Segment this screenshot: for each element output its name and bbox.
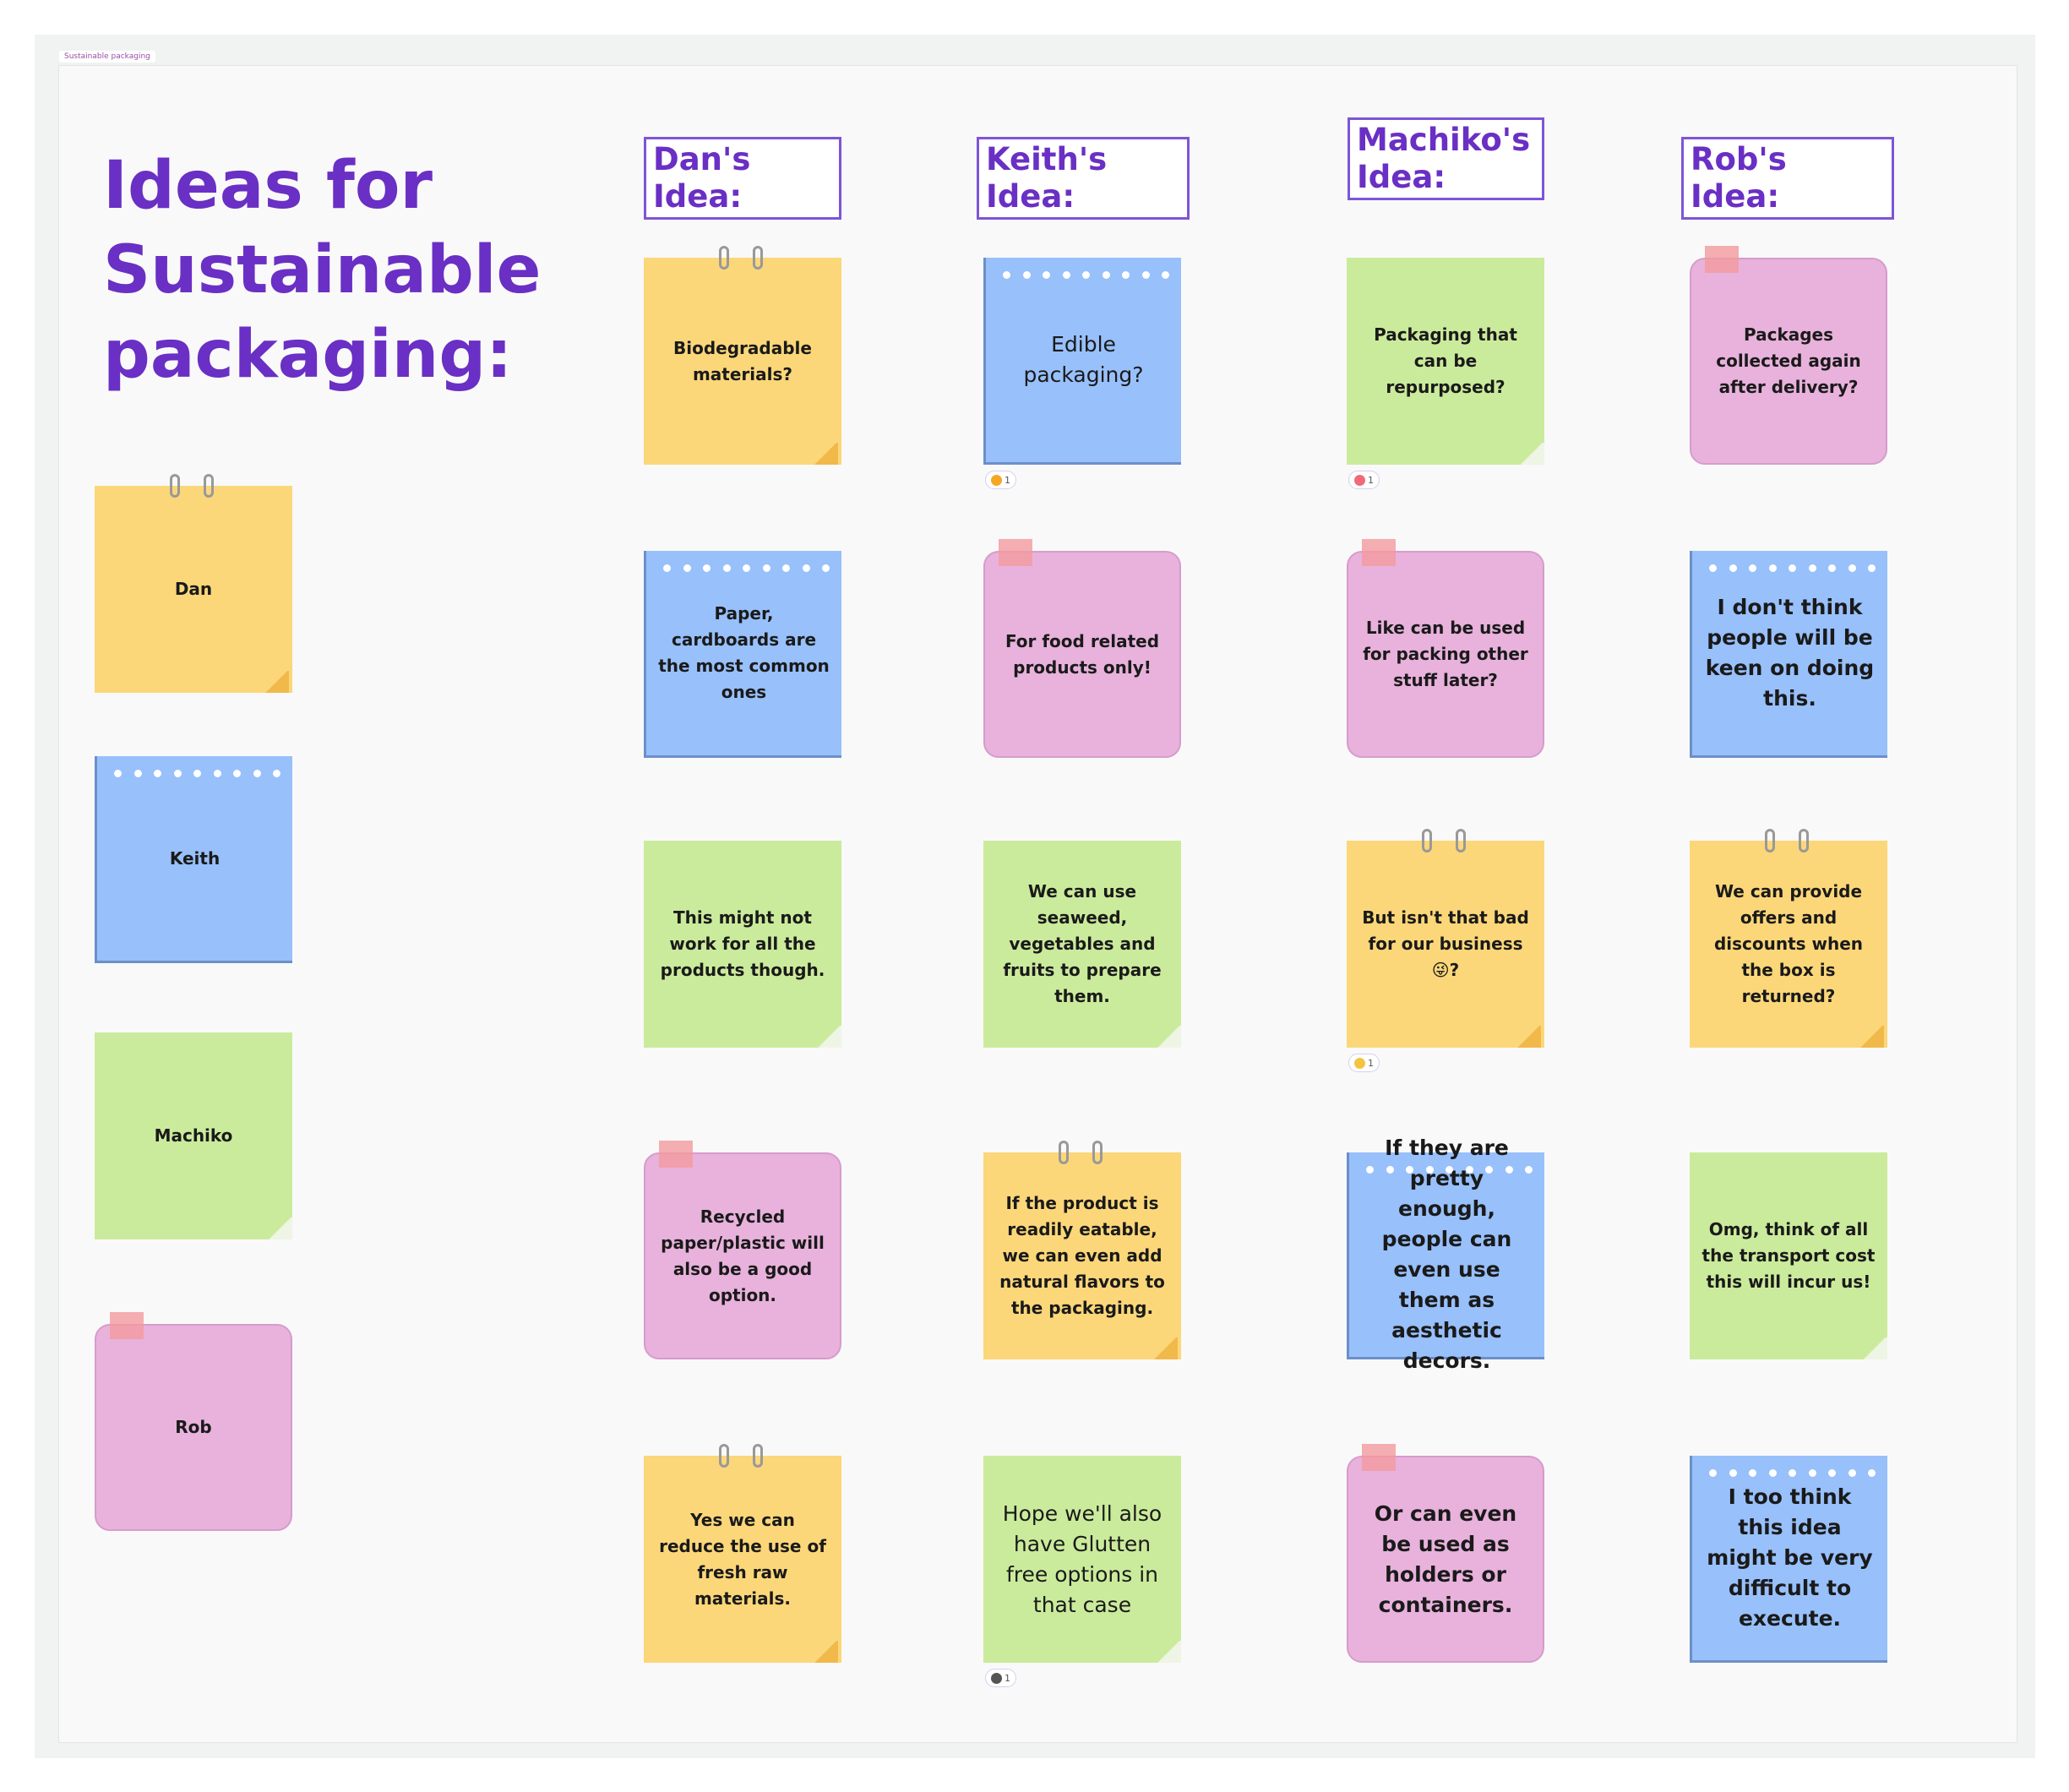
tape-icon: [999, 539, 1032, 566]
sticky-note[interactable]: We can use seaweed, vegetables and fruit…: [983, 841, 1181, 1048]
tape-icon: [1362, 539, 1396, 566]
sticky-note-text: Keith: [169, 847, 221, 869]
binder-ring-icon: [1764, 829, 1775, 852]
sticky-note[interactable]: Packaging that can be repurposed?: [1347, 258, 1544, 465]
sticky-note-text: Biodegradable materials?: [673, 337, 812, 384]
sticky-note-text: Paper, cardboards are the most common on…: [658, 603, 830, 702]
punch-holes-icon: [663, 564, 830, 572]
sticky-note-text: Or can even be used as holders or contai…: [1374, 1501, 1517, 1617]
reaction-badge[interactable]: 1: [1348, 1054, 1380, 1072]
sticky-note-text: But isn't that bad for our business 😜?: [1362, 907, 1529, 980]
sticky-note[interactable]: But isn't that bad for our business 😜?: [1347, 829, 1544, 1048]
sticky-note[interactable]: Yes we can reduce the use of fresh raw m…: [644, 1444, 841, 1663]
sticky-note[interactable]: I too think this idea might be very diff…: [1690, 1456, 1887, 1663]
sticky-note-text: Rob: [175, 1417, 212, 1437]
punch-holes-icon: [1003, 271, 1169, 279]
tape-icon: [1362, 1444, 1396, 1471]
sticky-note-text: Edible packaging?: [1023, 332, 1144, 387]
binder-ring-icon: [1092, 1141, 1103, 1164]
sticky-note-text: Packages collected again after delivery?: [1716, 324, 1861, 397]
binder-ring-icon: [1798, 829, 1809, 852]
reaction-badge[interactable]: 1: [985, 1669, 1016, 1687]
binder-ring-icon: [752, 246, 763, 270]
binder-ring-icon: [752, 1444, 763, 1468]
binder-ring-icon: [718, 1444, 729, 1468]
sticky-note[interactable]: We can provide offers and discounts when…: [1690, 829, 1887, 1048]
reaction-count: 1: [1368, 1057, 1374, 1069]
reaction-badge[interactable]: 1: [1348, 471, 1380, 489]
binder-ring-icon: [718, 246, 729, 270]
tape-icon: [659, 1141, 693, 1168]
sticky-note[interactable]: Hope we'll also have Glutten free option…: [983, 1456, 1181, 1663]
sticky-note-text: Dan: [174, 579, 213, 599]
sticky-note-text: Packaging that can be repurposed?: [1374, 324, 1517, 397]
heart-emoji-icon: [1354, 474, 1365, 486]
sticky-note[interactable]: Recycled paper/plastic will also be a go…: [644, 1141, 841, 1359]
header-dans-idea[interactable]: Dan's Idea:: [644, 137, 841, 220]
sticky-note-text: Like can be used for packing other stuff…: [1363, 618, 1528, 690]
sticky-note[interactable]: If they are pretty enough, people can ev…: [1347, 1136, 1544, 1373]
sticky-note[interactable]: Edible packaging?: [983, 258, 1181, 465]
sticky-note-machiko[interactable]: Machiko: [95, 1032, 292, 1239]
sticky-note[interactable]: I don't think people will be keen on doi…: [1690, 551, 1887, 758]
sticky-note[interactable]: Packages collected again after delivery?: [1690, 246, 1887, 465]
sticky-note-text: We can provide offers and discounts when…: [1713, 881, 1864, 1006]
punch-holes-icon: [114, 770, 280, 777]
punch-holes-icon: [1709, 564, 1876, 572]
reaction-badge[interactable]: 1: [985, 471, 1016, 489]
sticky-note[interactable]: Omg, think of all the transport cost thi…: [1690, 1152, 1887, 1359]
binder-ring-icon: [203, 474, 214, 498]
sticky-note[interactable]: This might not work for all the products…: [644, 841, 841, 1048]
sticky-note-text: Hope we'll also have Glutten free option…: [1002, 1501, 1162, 1617]
sticky-note-text: I too think this idea might be very diff…: [1707, 1484, 1873, 1631]
plus-one-icon: [991, 1672, 1002, 1684]
sticky-note[interactable]: Paper, cardboards are the most common on…: [644, 551, 841, 758]
header-machikos-idea[interactable]: Machiko's Idea:: [1348, 117, 1544, 200]
reaction-count: 1: [1368, 474, 1374, 486]
sticky-note-text: Yes we can reduce the use of fresh raw m…: [659, 1509, 826, 1609]
board-title[interactable]: Ideas for Sustainable packaging:: [103, 148, 542, 393]
binder-ring-icon: [1058, 1141, 1069, 1164]
sticky-note-text: Omg, think of all the transport cost thi…: [1701, 1219, 1876, 1292]
sticky-note[interactable]: Like can be used for packing other stuff…: [1347, 539, 1544, 758]
sticky-note[interactable]: If the product is readily eatable, we ca…: [983, 1141, 1181, 1359]
reaction-count: 1: [1005, 474, 1010, 486]
binder-ring-icon: [1421, 829, 1432, 852]
sticky-note-text: For food related products only!: [1005, 630, 1160, 678]
sticky-note-text: Machiko: [154, 1125, 233, 1146]
sticky-note-keith[interactable]: Keith: [95, 756, 292, 963]
binder-ring-icon: [169, 474, 180, 498]
sticky-note[interactable]: Biodegradable materials?: [644, 246, 841, 465]
heart-eyes-emoji-icon: [991, 474, 1002, 486]
tape-icon: [1705, 246, 1739, 273]
binder-ring-icon: [1455, 829, 1466, 852]
reaction-count: 1: [1005, 1672, 1010, 1684]
punch-holes-icon: [1709, 1469, 1876, 1477]
sticky-note[interactable]: Or can even be used as holders or contai…: [1347, 1444, 1544, 1663]
sticky-note-text: We can use seaweed, vegetables and fruit…: [1003, 881, 1162, 1006]
sticky-note-dan[interactable]: Dan: [95, 474, 292, 693]
header-robs-idea[interactable]: Rob's Idea:: [1681, 137, 1894, 220]
sticky-note-text: I don't think people will be keen on doi…: [1705, 595, 1875, 711]
header-keiths-idea[interactable]: Keith's Idea:: [977, 137, 1190, 220]
sticky-note-rob[interactable]: Rob: [95, 1312, 292, 1531]
sticky-note-text: If the product is readily eatable, we ca…: [999, 1193, 1165, 1318]
tape-icon: [110, 1312, 144, 1339]
sticky-note[interactable]: For food related products only!: [983, 539, 1181, 758]
board-tab-label[interactable]: Sustainable packaging: [59, 51, 155, 63]
punch-holes-icon: [1366, 1166, 1533, 1174]
sticky-note-text: Recycled paper/plastic will also be a go…: [661, 1206, 825, 1305]
laughing-emoji-icon: [1354, 1057, 1365, 1069]
sticky-note-text: This might not work for all the products…: [660, 907, 825, 980]
